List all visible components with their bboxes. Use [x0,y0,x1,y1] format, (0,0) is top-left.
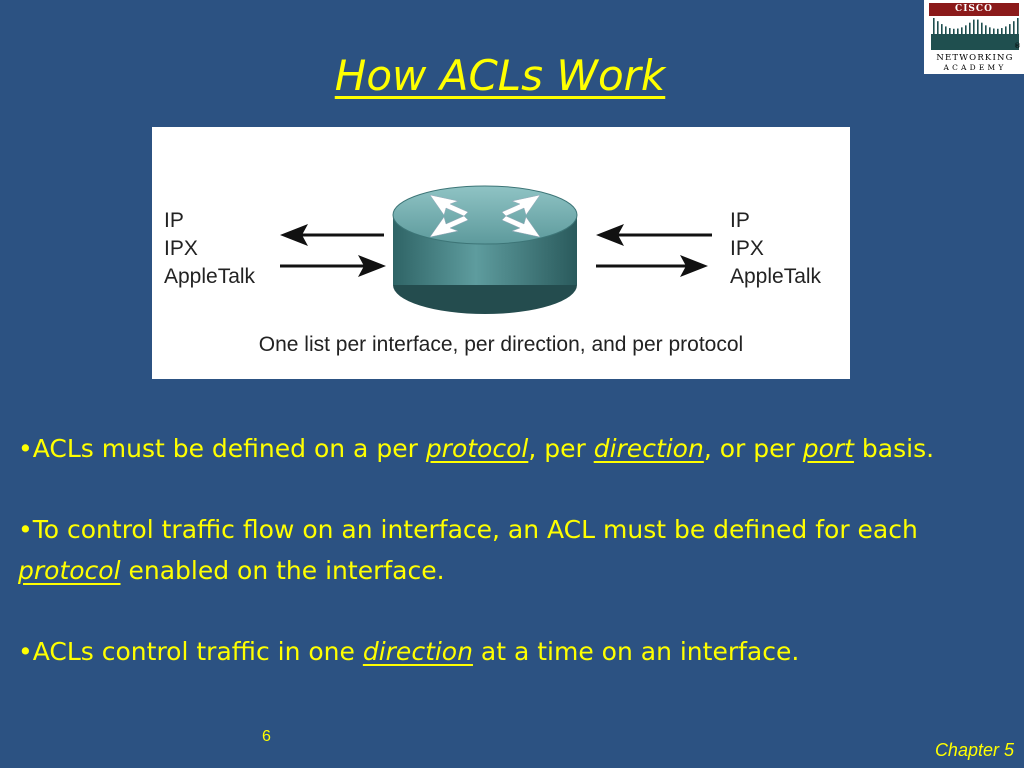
chapter-label: Chapter 5 [934,740,1014,760]
bullet-text: at a time on an interface. [472,637,800,666]
slide-title: How ACLs Work [334,51,666,100]
emphasis-port: port [802,434,854,463]
acl-diagram: IP IPX AppleTalk IP IPX AppleTalk [152,127,850,379]
right-protocol-appletalk: AppleTalk [730,265,822,288]
bullet-text: , per [528,434,594,463]
bullet-text: enabled on the interface. [120,556,445,585]
logo-line-academy: ACADEMY [943,63,1007,72]
right-inbound-arrow-icon [596,224,712,246]
logo-brand: CISCO SYSTEMS [929,3,1019,27]
registered-mark: ® [1014,42,1021,50]
bullet-item: •ACLs must be defined on a per protocol,… [18,428,1022,469]
left-outbound-arrow-icon [280,255,386,277]
emphasis-direction: direction [362,637,473,666]
diagram-caption: One list per interface, per direction, a… [258,333,744,356]
left-protocol-appletalk: AppleTalk [164,265,256,288]
bridge-icon [931,18,1019,50]
bullet-text: basis. [853,434,935,463]
emphasis-protocol: protocol [18,556,121,585]
cisco-networking-academy-logo: CISCO SYSTEMS ® NETWORKING ACADEMY [924,0,1024,74]
router-icon [392,185,578,314]
bullet-text: •ACLs must be defined on a per [18,434,426,463]
bullet-text: •ACLs control traffic in one [18,637,363,666]
emphasis-direction: direction [593,434,704,463]
bullet-list: •ACLs must be defined on a per protocol,… [18,428,1022,712]
right-outbound-arrow-icon [596,255,708,277]
logo-line-networking: NETWORKING [936,53,1014,63]
emphasis-protocol: protocol [425,434,529,463]
diagram-graphic [280,185,712,314]
left-protocol-list: IP IPX AppleTalk [164,207,255,291]
bullet-text: •To control traffic flow on an interface… [18,515,918,544]
right-protocol-ipx: IPX [730,237,764,260]
bullet-item: •To control traffic flow on an interface… [18,509,1022,591]
right-protocol-ip: IP [730,209,750,232]
left-inbound-arrow-icon [280,224,384,246]
left-protocol-ip: IP [164,209,184,232]
page-number: 6 [262,728,271,745]
bullet-text: , or per [703,434,803,463]
left-protocol-ipx: IPX [164,237,198,260]
bullet-item: •ACLs control traffic in one direction a… [18,631,1022,672]
right-protocol-list: IP IPX AppleTalk [730,207,821,291]
